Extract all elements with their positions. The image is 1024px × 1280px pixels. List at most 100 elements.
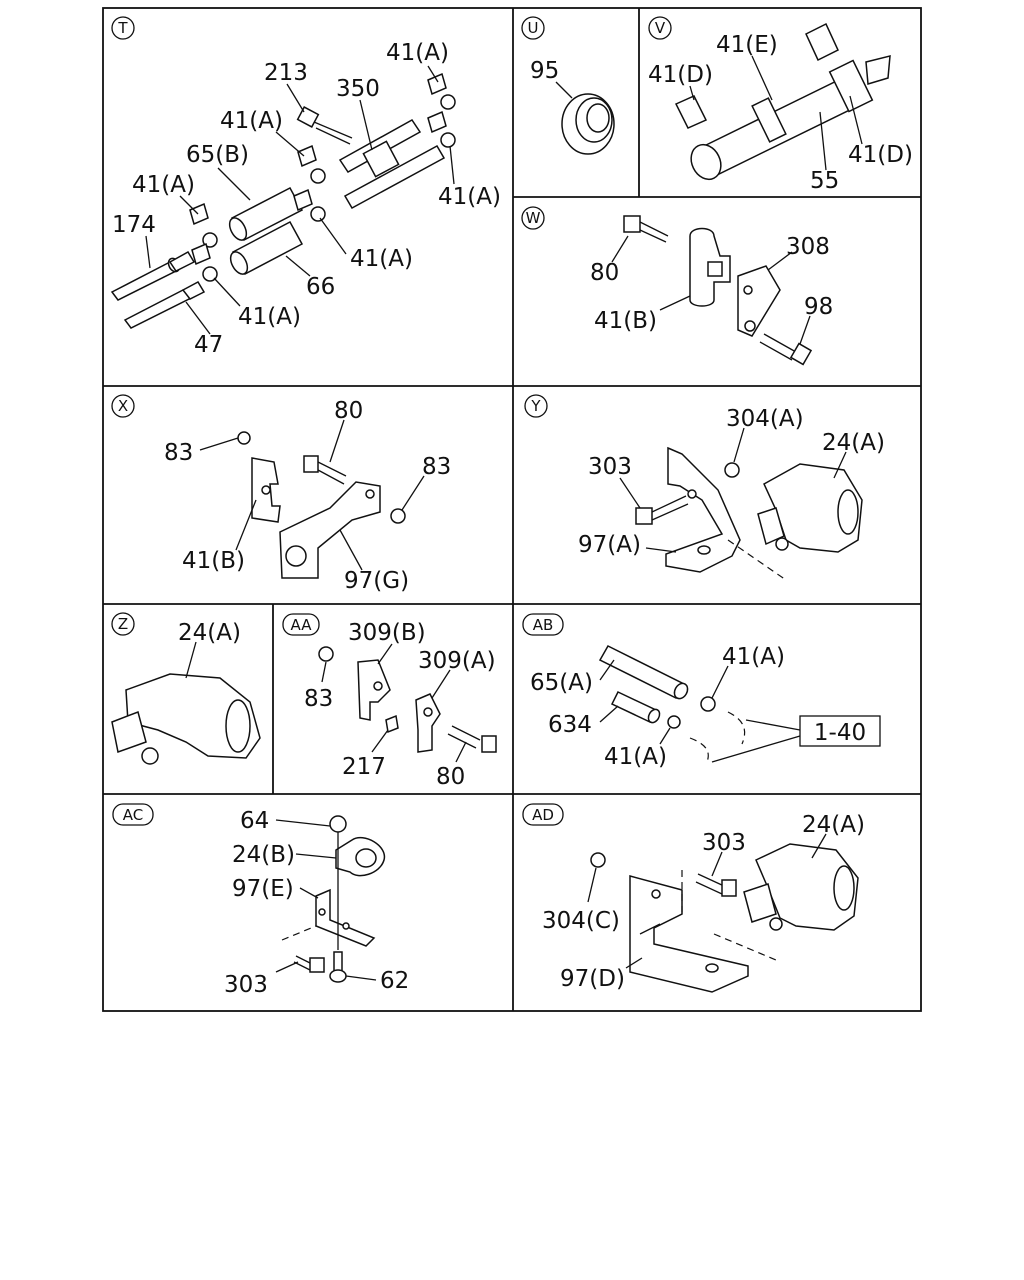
panel-tag-z: Z (111, 612, 135, 636)
bolt-80-w (623, 215, 669, 243)
bolt-80-x (303, 455, 347, 485)
bolt-303-y (635, 495, 689, 525)
hose-174 (110, 250, 196, 301)
svg-text:Z: Z (118, 615, 128, 633)
grid-frame (102, 7, 922, 1012)
callout-64: 64 (240, 808, 269, 834)
callout-80-x: 80 (334, 398, 363, 424)
panel-tag-w: W (521, 206, 545, 230)
callout-62: 62 (380, 968, 409, 994)
clip-217 (385, 714, 399, 734)
leaders-y (619, 427, 847, 553)
callout-80-w: 80 (590, 260, 619, 286)
callout-304c: 304(C) (542, 908, 620, 934)
bracket-97d (629, 875, 749, 993)
callout-1-40: 1-40 (814, 720, 866, 746)
reference-box-1-40: 1-40 (711, 715, 881, 763)
callout-24a-y: 24(A) (822, 430, 885, 456)
callout-97g: 97(G) (344, 568, 409, 594)
panel-y: Y 304(A) 24(A) 303 97(A) (524, 394, 885, 581)
hose-634 (610, 691, 661, 724)
hose-66 (229, 220, 304, 276)
callout-98: 98 (804, 294, 833, 320)
nut-83-right (390, 508, 406, 524)
bracket-97e (315, 888, 376, 947)
leaders-t (145, 65, 455, 335)
callout-97e: 97(E) (232, 876, 294, 902)
svg-text:AB: AB (533, 616, 554, 634)
callout-303-ad: 303 (702, 830, 746, 856)
leaders-ab (599, 659, 729, 745)
leaders-aa (321, 643, 467, 763)
callout-83-aa: 83 (304, 686, 333, 712)
tube-55 (674, 22, 891, 181)
nut-83-aa (318, 646, 334, 662)
panel-z: Z 24(A) (111, 612, 261, 765)
panel-tag-x: X (111, 394, 135, 418)
panel-v: V 41(E) 41(D) 41(D) 55 (648, 16, 913, 194)
svg-text:AC: AC (123, 806, 143, 824)
nut-304a (724, 462, 740, 478)
callout-65a: 65(A) (530, 670, 593, 696)
svg-text:V: V (655, 19, 666, 37)
clip-41b-w (689, 227, 731, 307)
callout-303-ac: 303 (224, 972, 268, 998)
screw-62 (329, 951, 347, 983)
leaders-ac (275, 819, 377, 981)
clip-41a-group (189, 72, 456, 282)
callout-41e: 41(E) (716, 32, 778, 58)
callout-309a: 309(A) (418, 648, 496, 674)
grommet-95 (561, 93, 615, 155)
svg-text:AA: AA (291, 616, 313, 634)
callout-41a-right: 41(A) (438, 184, 501, 210)
nut-64 (329, 815, 347, 833)
callout-308: 308 (786, 234, 830, 260)
bracket-97g (279, 481, 381, 579)
svg-text:T: T (117, 19, 128, 37)
callout-634: 634 (548, 712, 592, 738)
panel-ad: AD 303 24(A) 304(C) 97(D) (522, 803, 865, 993)
callout-55: 55 (810, 168, 839, 194)
panel-x: X 80 83 83 41(B) 97(G) (111, 394, 451, 594)
clip-41a-ab-top (700, 696, 716, 712)
callout-41a-mid: 41(A) (220, 108, 283, 134)
panel-tag-u: U (521, 16, 545, 40)
callout-174: 174 (112, 212, 156, 238)
panel-tag-ab: AB (522, 613, 564, 636)
callout-41d-right: 41(D) (848, 142, 913, 168)
panel-tag-v: V (648, 16, 672, 40)
panel-t: T (110, 16, 501, 358)
panel-ac: AC 64 24(B) 97(E) (112, 803, 409, 998)
panel-aa: AA 309(B) 309(A) 83 217 80 (282, 613, 497, 790)
callout-304a: 304(A) (726, 406, 804, 432)
bolt-98 (759, 333, 813, 366)
svg-text:U: U (528, 19, 539, 37)
callout-80-aa: 80 (436, 764, 465, 790)
callout-66: 66 (306, 274, 335, 300)
callout-303-y: 303 (588, 454, 632, 480)
nut-304c (590, 852, 606, 868)
callout-217: 217 (342, 754, 386, 780)
bolt-303-ac (293, 955, 325, 973)
callout-41a-ab-bottom: 41(A) (604, 744, 667, 770)
callout-47: 47 (194, 332, 223, 358)
clip-41b-x (251, 457, 281, 523)
leaders-x (199, 419, 425, 571)
panel-tag-ad: AD (522, 803, 564, 826)
panel-tag-ac: AC (112, 803, 154, 826)
svg-text:W: W (526, 209, 541, 227)
bolt-213 (296, 106, 353, 145)
hose-47 (123, 281, 206, 329)
callout-97a: 97(A) (578, 532, 641, 558)
svg-text:X: X (118, 397, 128, 415)
callout-213: 213 (264, 60, 308, 86)
bolt-303-ad (695, 873, 737, 897)
callout-65b: 65(B) (186, 142, 249, 168)
panel-tag-y: Y (524, 394, 548, 418)
leaders-ad (587, 833, 827, 969)
nut-83-top (237, 431, 251, 445)
panel-tag-t: T (111, 16, 135, 40)
callout-350: 350 (336, 76, 380, 102)
